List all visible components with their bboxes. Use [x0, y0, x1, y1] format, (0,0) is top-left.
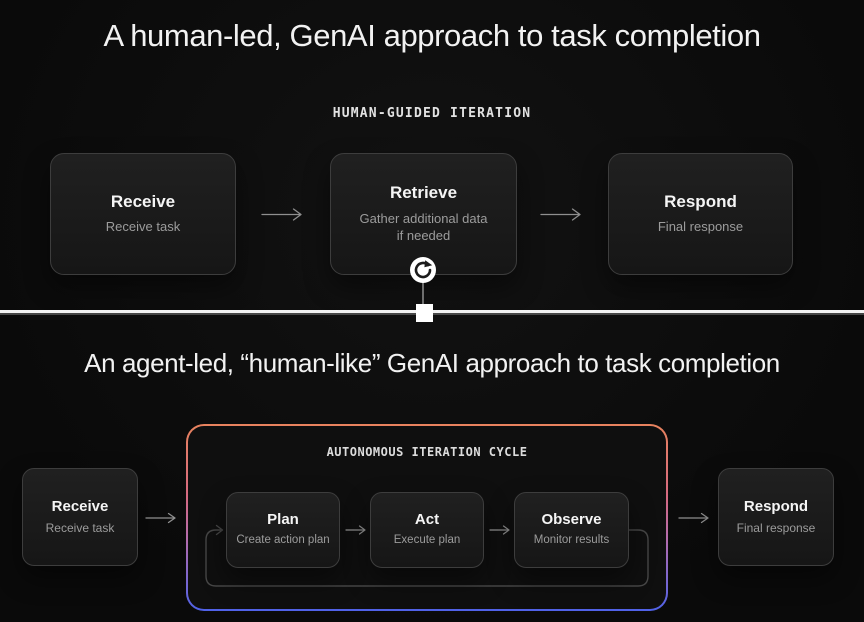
top-stage-label: HUMAN-GUIDED ITERATION: [332, 106, 532, 121]
feedback-loop-path: [205, 524, 649, 587]
node-receive-top: Receive Receive task: [50, 153, 236, 275]
node-subtitle: Monitor results: [533, 534, 610, 547]
node-subtitle: Final response: [657, 219, 744, 235]
top-slide-title: A human-led, GenAI approach to task comp…: [103, 18, 761, 53]
node-title: Respond: [664, 192, 737, 212]
node-title: Act: [414, 511, 440, 529]
node-title: Retrieve: [389, 183, 458, 203]
node-subtitle: Gather additional data if needed: [359, 210, 488, 244]
node-title: Respond: [743, 497, 809, 515]
node-title: Receive: [51, 497, 109, 515]
node-subtitle: Execute plan: [393, 534, 461, 547]
arrow-right-icon: [678, 511, 710, 525]
node-receive-bottom: Receive Receive task: [22, 468, 138, 566]
arrow-right-icon: [540, 207, 582, 222]
node-respond-top: Respond Final response: [608, 153, 793, 275]
node-observe: Observe Monitor results: [514, 492, 629, 568]
node-subtitle: Final response: [736, 520, 816, 535]
arrow-right-icon: [145, 511, 177, 525]
cycle-stage-label: AUTONOMOUS ITERATION CYCLE: [326, 445, 528, 459]
refresh-clockwise-icon: [409, 256, 437, 284]
arrow-right-icon: [261, 207, 303, 222]
bottom-slide-title: An agent-led, “human-like” GenAI approac…: [84, 348, 780, 378]
node-subtitle: Receive task: [45, 520, 115, 535]
node-subtitle: Receive task: [105, 219, 181, 235]
arrow-right-icon: [345, 524, 367, 536]
node-title: Observe: [541, 511, 602, 529]
node-act: Act Execute plan: [370, 492, 484, 568]
arrow-right-icon: [489, 524, 511, 536]
node-title: Receive: [110, 192, 176, 212]
autonomous-cycle-container: AUTONOMOUS ITERATION CYCLE Plan Create a…: [186, 424, 668, 611]
connector-line: [422, 282, 424, 304]
node-respond-bottom: Respond Final response: [718, 468, 834, 566]
node-retrieve-top: Retrieve Gather additional data if neede…: [330, 153, 517, 275]
node-subtitle: Create action plan: [236, 534, 330, 547]
divider-drag-handle[interactable]: [416, 304, 433, 322]
node-title: Plan: [267, 511, 299, 529]
node-plan: Plan Create action plan: [226, 492, 340, 568]
